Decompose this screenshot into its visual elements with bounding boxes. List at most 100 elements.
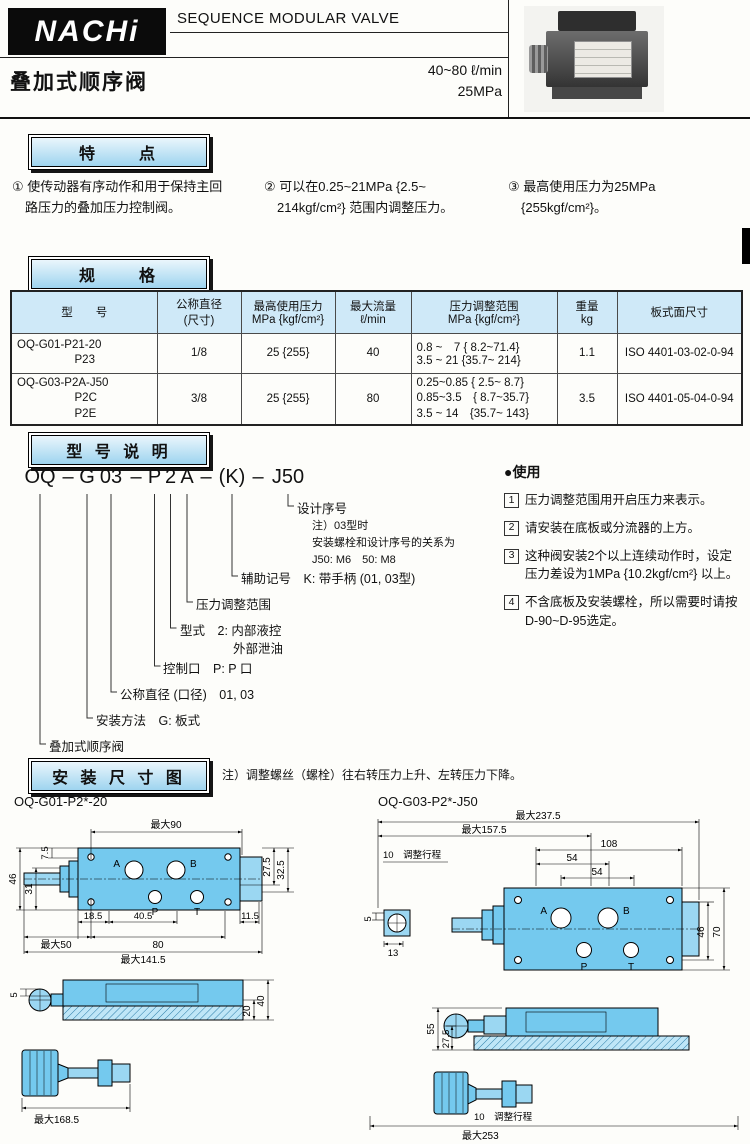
dim-label: 40 bbox=[256, 995, 267, 1007]
product-title-en: SEQUENCE MODULAR VALVE bbox=[177, 10, 400, 27]
section-heading-text: 型 号 说 明 bbox=[31, 435, 207, 465]
port-label: P bbox=[152, 907, 159, 918]
code-label-diameter: 公称直径 (口径) 01, 03 bbox=[120, 688, 255, 702]
dim-label: 55 bbox=[426, 1023, 437, 1035]
usage-notes: ●使用 1 压力调整范围用开启压力来表示。 2 请安装在底板或分流器的上方。 3… bbox=[504, 462, 744, 640]
top-view-dimension-labels: 最大90 46 31 7.5 27.5 32.5 18.5 40.5 11.5 … bbox=[8, 818, 287, 966]
dim-label: 46 bbox=[8, 873, 19, 885]
code-separator: – bbox=[62, 466, 74, 488]
col-model: 型 号 bbox=[10, 290, 158, 334]
top-view-dimension-lines bbox=[16, 829, 294, 954]
dim-label: 5 bbox=[9, 992, 20, 997]
side-view-dimension-labels: 55 27.5 bbox=[426, 1023, 452, 1048]
dim-label: 27.5 bbox=[441, 1030, 452, 1049]
model-code: OQ – G 03 – P 2 A – (K) – J50 bbox=[22, 466, 308, 489]
dim-label: 最大141.5 bbox=[120, 953, 165, 966]
code-note: 安装螺栓和设计序号的关系为 bbox=[312, 537, 455, 549]
col-range: 压力调整范围 MPa {kgf/cm²} bbox=[410, 290, 558, 334]
code-part: G bbox=[79, 466, 95, 488]
dim-label: 最大237.5 bbox=[515, 810, 560, 822]
usage-heading: ●使用 bbox=[504, 464, 541, 480]
dim-label: 最大90 bbox=[150, 818, 182, 831]
note-number: 4 bbox=[504, 595, 519, 610]
code-separator: – bbox=[130, 466, 142, 488]
code-note: 注）03型时 bbox=[312, 520, 369, 532]
feature-item: ① 使传动器有序动作和用于保持主回 路压力的叠加压力控制阀。 bbox=[12, 179, 223, 216]
dim-label: 31 bbox=[24, 883, 35, 895]
code-part: 2 bbox=[164, 466, 177, 488]
spec-table: 型 号 公称直径 (尺寸) 最高使用压力 MPa {kgf/cm²} 最大流量 … bbox=[10, 290, 743, 426]
divider-line bbox=[170, 32, 508, 33]
code-label-type: 型式 2: 内部液控 bbox=[180, 624, 282, 638]
code-part: A bbox=[180, 466, 194, 488]
code-label-port: 控制口 P: P 口 bbox=[163, 662, 253, 676]
divider-line bbox=[0, 117, 750, 119]
section-heading-features: 特 点 bbox=[28, 134, 210, 170]
installation-note: 注）调整螺丝（螺栓）往右转压力上升、左转压力下降。 bbox=[222, 768, 523, 782]
table-row: OQ-G01-P21-20 P23 1/8 25 {255} 40 0.8 ~ … bbox=[10, 332, 743, 374]
cell-max-pressure: 25 {255} bbox=[240, 332, 336, 374]
section-heading-text: 安 装 尺 寸 图 bbox=[31, 761, 207, 791]
dim-label: 10 调整行程 bbox=[474, 1111, 533, 1123]
pressure-rating: 25MPa bbox=[457, 83, 502, 99]
port-label: P bbox=[581, 962, 588, 973]
cell-face: ISO 4401-05-04-0-94 bbox=[616, 372, 743, 425]
divider-line bbox=[0, 57, 508, 58]
side-view-dimension-lines bbox=[20, 979, 274, 1021]
valve-top-view bbox=[23, 847, 263, 911]
product-photo bbox=[524, 6, 664, 112]
screw-dimension bbox=[21, 1084, 131, 1112]
cell-max-flow: 40 bbox=[334, 332, 412, 374]
cell-size: 3/8 bbox=[156, 372, 242, 425]
code-label-type2: 外部泄油 bbox=[233, 642, 284, 656]
section-heading-text: 特 点 bbox=[31, 137, 207, 167]
product-title-zh: 叠加式顺序阀 bbox=[10, 71, 148, 94]
table-header-row: 型 号 公称直径 (尺寸) 最高使用压力 MPa {kgf/cm²} 最大流量 … bbox=[10, 290, 743, 334]
flow-rating: 40~80 ℓ/min bbox=[427, 62, 502, 78]
photo-base bbox=[552, 87, 642, 99]
note-number: 2 bbox=[504, 520, 519, 536]
code-separator: – bbox=[200, 466, 212, 488]
valve-side-view bbox=[443, 1007, 690, 1051]
code-separator: – bbox=[252, 466, 264, 488]
code-part: (K) bbox=[218, 466, 246, 488]
col-size: 公称直径 (尺寸) bbox=[156, 290, 242, 334]
divider-line bbox=[508, 0, 509, 117]
page-edge-tab bbox=[742, 228, 750, 264]
feature-item: ③ 最高使用压力为25MPa {255kgf/cm²}。 bbox=[508, 179, 656, 216]
side-view-dimension-lines bbox=[432, 1007, 502, 1051]
rating-block: 40~80 ℓ/min 25MPa bbox=[360, 60, 502, 102]
usage-note: 4 不含底板及安装螺栓，所以需要时请按D-90~D-95选定。 bbox=[504, 593, 744, 631]
dim-label: 20 bbox=[242, 1005, 253, 1017]
valve-top-view bbox=[383, 887, 700, 971]
note-text: 压力调整范围用开启压力来表示。 bbox=[525, 493, 713, 507]
photo-adjust-knob bbox=[529, 45, 548, 73]
note-text: 不含底板及安装螺栓，所以需要时请按D-90~D-95选定。 bbox=[525, 595, 738, 628]
adjustment-screw-view bbox=[21, 1049, 131, 1097]
cell-range: 0.8 ~ 7 { 8.2~71.4} 3.5 ~ 21 {35.7~ 214} bbox=[410, 332, 558, 374]
cell-model: OQ-G01-P21-20 P23 bbox=[10, 332, 158, 374]
model-code-tree-lines bbox=[39, 494, 294, 745]
code-part: P bbox=[147, 466, 162, 488]
cell-range: 0.25~0.85 { 2.5~ 8.7} 0.85~3.5 { 8.7~35.… bbox=[410, 372, 558, 425]
dim-label: 最大50 bbox=[40, 938, 72, 951]
cell-max-flow: 80 bbox=[334, 372, 412, 425]
feature-item: ② 可以在0.25~21MPa {2.5~ 214kgf/cm²} 范围内调整压… bbox=[264, 179, 454, 216]
col-face: 板式面尺寸 bbox=[616, 290, 743, 334]
dim-label: 54 bbox=[566, 853, 578, 864]
dim-label: 10 调整行程 bbox=[383, 849, 442, 861]
side-view-dimension-labels: 5 20 40 bbox=[9, 992, 267, 1016]
note-number: 3 bbox=[504, 548, 519, 564]
dim-label: 108 bbox=[601, 839, 618, 850]
code-part: J50 bbox=[271, 466, 305, 488]
screw-dimension bbox=[369, 1116, 739, 1130]
usage-note: 1 压力调整范围用开启压力来表示。 bbox=[504, 491, 744, 510]
photo-nameplate bbox=[574, 41, 632, 78]
cell-max-pressure: 25 {255} bbox=[240, 372, 336, 425]
dim-label: 最大253 bbox=[462, 1129, 499, 1142]
dim-label: 5 bbox=[363, 916, 374, 921]
code-label-range: 压力调整范围 bbox=[196, 598, 272, 612]
dim-label: 18.5 bbox=[84, 911, 103, 922]
diagram-title-left: OQ-G01-P2*-20 bbox=[14, 794, 108, 809]
cell-model: OQ-G03-P2A-J50 P2C P2E bbox=[10, 372, 158, 425]
